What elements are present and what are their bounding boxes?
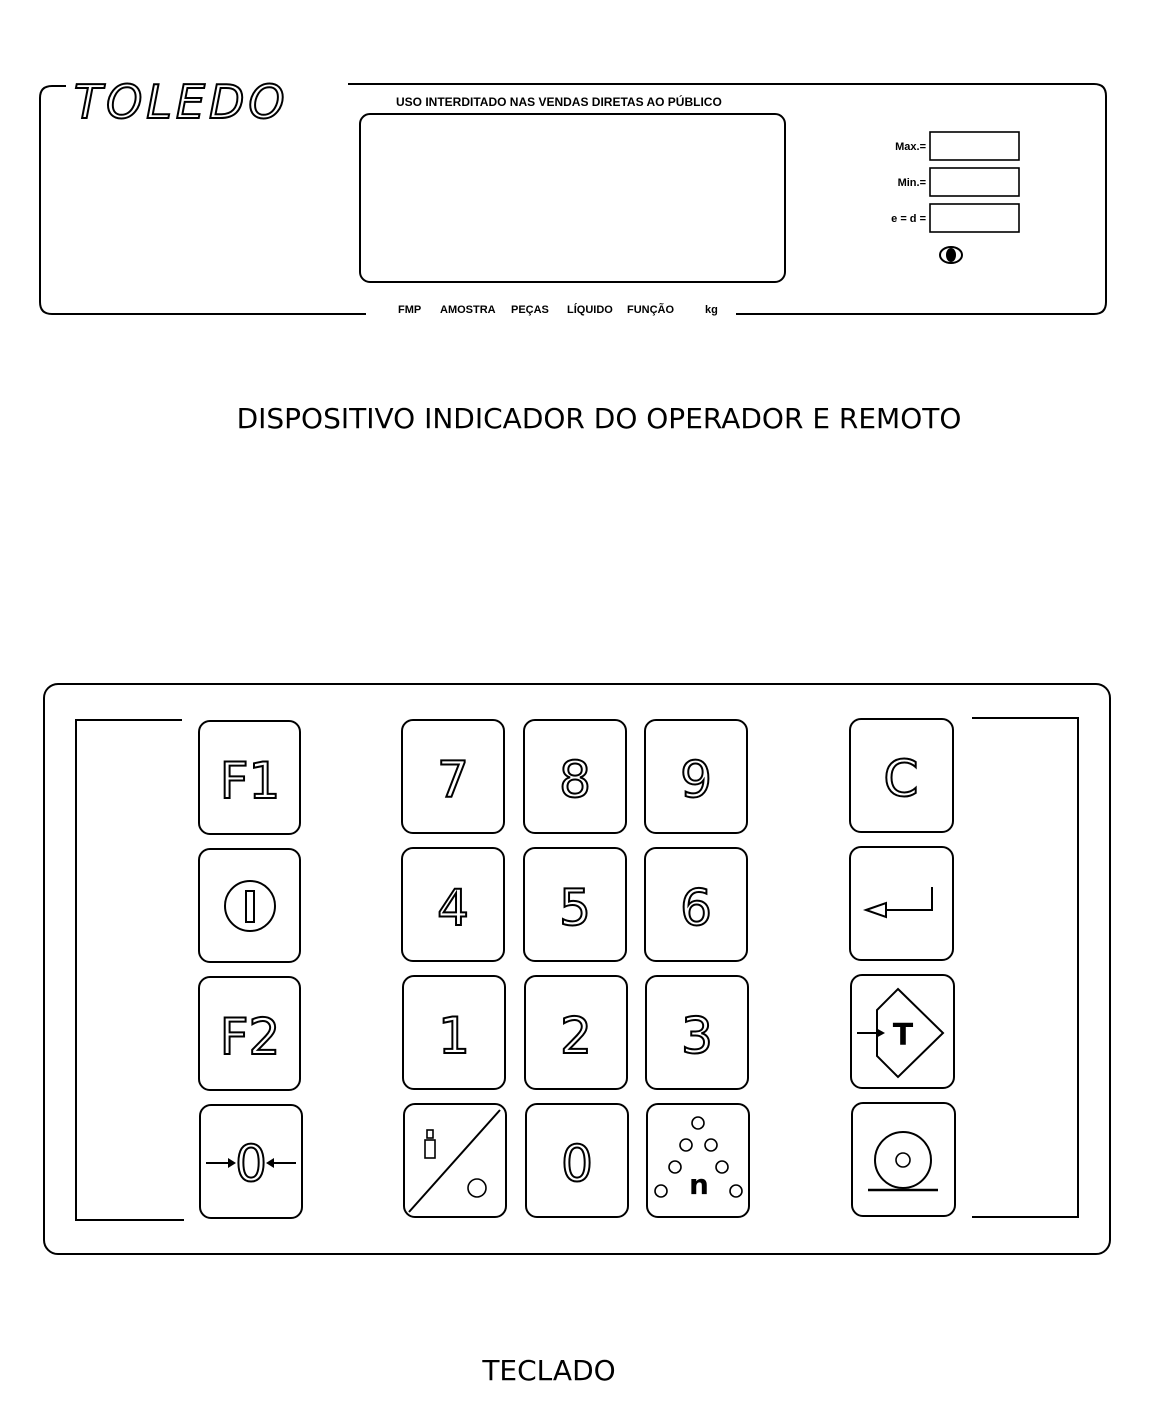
key-print[interactable]	[851, 1102, 956, 1217]
spec-division-field	[929, 203, 1020, 233]
keypad-frame	[43, 683, 1111, 1255]
key-tare-label: T	[893, 1018, 914, 1053]
keypad-inner-bracket-right	[972, 717, 1079, 1218]
annunciator-row: FMP AMOSTRA PEÇAS LÍQUIDO FUNÇÃO kg	[398, 303, 718, 316]
tare-icon	[857, 987, 945, 1079]
key-5-label: 5	[559, 879, 591, 937]
indicator-frame	[39, 83, 1107, 315]
spec-division-label: e = d =	[891, 213, 926, 225]
key-weight-toggle[interactable]	[403, 1103, 507, 1218]
spec-plate: Max.= Min.= e = d =	[891, 131, 1020, 233]
key-clear[interactable]: C	[849, 718, 954, 833]
key-9-label: 9	[680, 751, 712, 809]
key-1-label: 1	[438, 1007, 470, 1065]
annunciator-kg: kg	[705, 304, 718, 316]
key-9[interactable]: 9	[644, 719, 748, 834]
weight-toggle-icon	[408, 1109, 501, 1213]
annunciator-pecas: PEÇAS	[511, 304, 549, 316]
enter-arrow-icon	[862, 887, 933, 919]
annunciator-liquido: LÍQUIDO	[567, 303, 613, 316]
annunciator-funcao: FUNÇÃO	[627, 303, 674, 316]
key-power[interactable]	[198, 848, 301, 963]
key-2-label: 2	[560, 1007, 592, 1065]
key-clear-label: C	[884, 750, 919, 808]
pieces-count-icon	[654, 1116, 743, 1198]
key-7-label: 7	[437, 751, 469, 809]
weight-display-window	[359, 113, 786, 283]
print-roll-icon	[868, 1131, 938, 1192]
key-6[interactable]: 6	[644, 847, 748, 962]
key-f1[interactable]: F1	[198, 720, 301, 835]
keypad-caption: TECLADO	[481, 1354, 615, 1387]
annunciator-fmp: FMP	[398, 304, 421, 316]
key-3-label: 3	[681, 1007, 713, 1065]
keypad-inner-bracket-left	[75, 719, 184, 1221]
public-sale-warning: USO INTERDITADO NAS VENDAS DIRETAS AO PÚ…	[396, 94, 722, 109]
brand-logo: TOLEDO	[74, 75, 289, 129]
key-0[interactable]: 0	[525, 1103, 629, 1218]
key-4[interactable]: 4	[401, 847, 505, 962]
key-pieces[interactable]: n	[646, 1103, 750, 1218]
spec-max-label: Max.=	[895, 141, 926, 153]
key-3[interactable]: 3	[645, 975, 749, 1090]
keypad-panel: F1 F2 0 7	[43, 683, 1111, 1255]
key-7[interactable]: 7	[401, 719, 505, 834]
key-zero-set-label: 0	[235, 1135, 267, 1193]
key-5[interactable]: 5	[523, 847, 627, 962]
annunciator-amostra: AMOSTRA	[440, 304, 496, 316]
key-tare[interactable]: T	[850, 974, 955, 1089]
spec-min-label: Min.=	[898, 177, 926, 189]
key-2[interactable]: 2	[524, 975, 628, 1090]
spec-min-field	[929, 167, 1020, 197]
key-f1-label: F1	[220, 752, 281, 810]
key-8-label: 8	[559, 751, 591, 809]
key-f2-label: F2	[220, 1008, 281, 1066]
key-1[interactable]: 1	[402, 975, 506, 1090]
indicator-caption: DISPOSITIVO INDICADOR DO OPERADOR E REMO…	[237, 402, 962, 435]
spec-max-field	[929, 131, 1020, 161]
accuracy-class-icon	[939, 246, 963, 264]
key-0-label: 0	[561, 1135, 593, 1193]
key-8[interactable]: 8	[523, 719, 627, 834]
zero-arrows-icon	[206, 1158, 296, 1168]
key-4-label: 4	[437, 879, 469, 937]
key-zero-set[interactable]: 0	[199, 1104, 303, 1219]
indicator-panel: TOLEDO USO INTERDITADO NAS VENDAS DIRETA…	[39, 74, 1107, 316]
key-enter[interactable]	[849, 846, 954, 961]
key-pieces-label: n	[689, 1168, 709, 1201]
key-6-label: 6	[680, 879, 712, 937]
power-icon	[224, 880, 276, 932]
key-f2[interactable]: F2	[198, 976, 301, 1091]
